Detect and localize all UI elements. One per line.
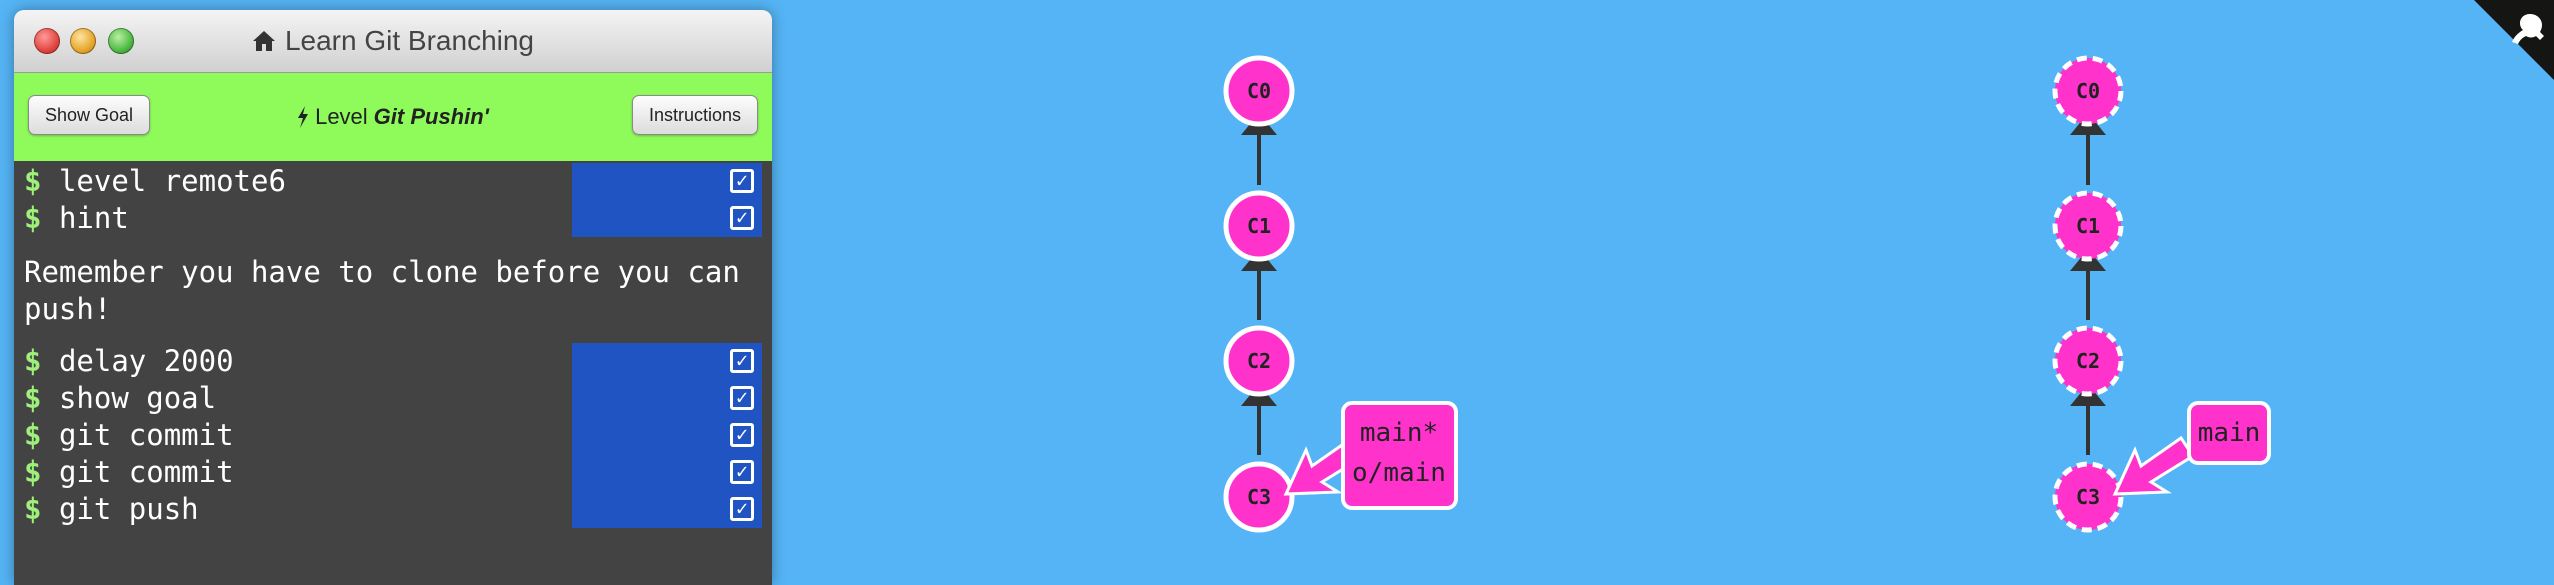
close-window-button[interactable] — [34, 28, 60, 54]
command-line: $ delay 2000 — [24, 343, 234, 380]
check-icon: ✓ — [730, 460, 754, 484]
branch-name: main — [2198, 418, 2261, 448]
commit-label: C3 — [2076, 485, 2100, 509]
edge-arrow — [1241, 384, 1277, 406]
command-text: show goal — [58, 381, 217, 415]
branch-name: o/main — [1352, 458, 1446, 488]
commit-node-c3[interactable]: C3 — [1223, 461, 1295, 533]
instructions-button[interactable]: Instructions — [631, 95, 758, 135]
maximize-window-button[interactable] — [108, 28, 134, 54]
hint-message: Remember you have to clone before you ca… — [24, 255, 740, 326]
commit-node-c1[interactable]: C1 — [1223, 190, 1295, 262]
command-line: $ hint — [24, 200, 129, 237]
command-line: $ git commit — [24, 417, 234, 454]
edge-arrow — [2070, 384, 2106, 406]
check-icon: ✓ — [730, 349, 754, 373]
command-text: git commit — [58, 455, 234, 489]
branch-arrow — [1283, 435, 1367, 496]
commit-label: C0 — [2076, 79, 2100, 103]
window-title: Learn Git Branching — [14, 10, 772, 72]
level-prefix: Level — [315, 104, 368, 129]
goal-commit-node-c3[interactable]: C3 — [2052, 461, 2124, 533]
command-line: $ git commit — [24, 454, 234, 491]
level-bar: Show Goal Level Git Pushin' Instructions — [14, 73, 772, 162]
command-text: git commit — [58, 418, 234, 452]
commit-label: C0 — [1247, 79, 1271, 103]
goal-branch-label-main[interactable]: main — [2112, 401, 2271, 496]
commit-label: C1 — [2076, 214, 2100, 238]
level-indicator: Level Git Pushin' — [14, 73, 772, 161]
terminal-window: Learn Git Branching Show Goal Level Git … — [14, 10, 772, 585]
command-text: delay 2000 — [58, 344, 234, 378]
check-icon: ✓ — [730, 206, 754, 230]
commit-label: C2 — [2076, 349, 2100, 373]
prompt-symbol: $ — [24, 381, 42, 415]
check-icon: ✓ — [730, 497, 754, 521]
check-icon: ✓ — [730, 169, 754, 193]
command-text: git push — [58, 492, 199, 526]
command-line: $ show goal — [24, 380, 216, 417]
branch-name: main* — [1360, 418, 1438, 448]
branch-label-box — [2187, 401, 2271, 465]
check-icon: ✓ — [730, 423, 754, 447]
prompt-symbol: $ — [24, 418, 42, 452]
branch-label-main[interactable]: main* o/main — [1283, 401, 1458, 510]
command-text: level remote6 — [58, 164, 286, 198]
branch-label-box — [1341, 401, 1458, 510]
title-bar: Learn Git Branching — [14, 10, 772, 73]
bolt-icon — [298, 106, 309, 128]
edge-arrow — [1241, 113, 1277, 135]
command-line: $ git push — [24, 491, 199, 528]
commit-label: C3 — [1247, 485, 1271, 509]
branch-arrow — [2112, 435, 2196, 496]
prompt-symbol: $ — [24, 344, 42, 378]
goal-commit-node-c2[interactable]: C2 — [2052, 325, 2124, 397]
edge-arrow — [2070, 113, 2106, 135]
minimize-window-button[interactable] — [70, 28, 96, 54]
level-name: Git Pushin' — [373, 104, 489, 129]
prompt-symbol: $ — [24, 201, 42, 235]
prompt-symbol: $ — [24, 164, 42, 198]
octocat-icon[interactable] — [2474, 0, 2554, 80]
goal-commit-node-c0[interactable]: C0 — [2052, 55, 2124, 127]
check-icon: ✓ — [730, 386, 754, 410]
commit-label: C2 — [1247, 349, 1271, 373]
local-tree: C0 C1 C2 C3 main* o/main — [1223, 55, 1458, 533]
commit-label: C1 — [1247, 214, 1271, 238]
terminal-output: $ level remote6 ✓ $ hint ✓ Remember you … — [14, 161, 772, 585]
command-text: hint — [58, 201, 129, 235]
commit-node-c2[interactable]: C2 — [1223, 325, 1295, 397]
prompt-symbol: $ — [24, 492, 42, 526]
show-goal-button[interactable]: Show Goal — [28, 95, 151, 135]
home-icon — [252, 31, 275, 51]
prompt-symbol: $ — [24, 455, 42, 489]
command-line: $ level remote6 — [24, 163, 286, 200]
edge-arrow — [1241, 249, 1277, 271]
window-title-text: Learn Git Branching — [284, 25, 535, 56]
goal-commit-node-c1[interactable]: C1 — [2052, 190, 2124, 262]
commit-node-c0[interactable]: C0 — [1223, 55, 1295, 127]
goal-tree: C0 C1 C2 C3 main — [2052, 55, 2271, 533]
edge-arrow — [2070, 249, 2106, 271]
